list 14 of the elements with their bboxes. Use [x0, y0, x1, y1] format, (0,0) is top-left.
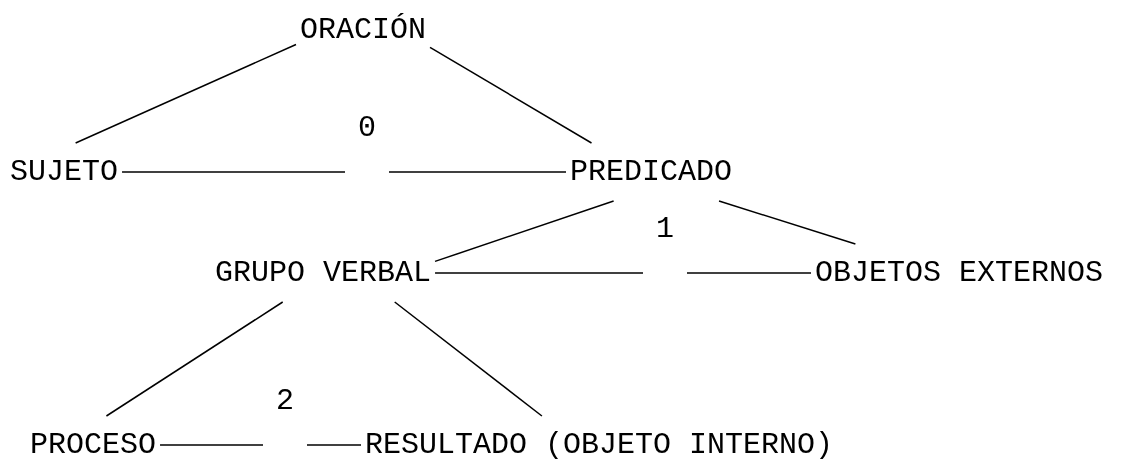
connector-line — [121, 171, 567, 173]
word-label: GRUPO VERBAL — [211, 244, 436, 302]
word-label: PREDICADO — [566, 143, 737, 201]
word-label: PROCESO — [26, 416, 161, 474]
word-label: OBJETOS EXTERNOS — [811, 244, 1108, 302]
connector-line — [718, 200, 857, 245]
word-label: RESULTADO (OBJETO INTERNO) — [361, 416, 838, 474]
connector-line — [393, 301, 543, 417]
connector-line — [105, 301, 284, 417]
connector-line — [429, 46, 593, 144]
connector-line — [74, 43, 297, 144]
connector-line — [434, 200, 615, 263]
word-label: SUJETO — [6, 143, 123, 201]
word-label: ORACIÓN — [296, 1, 431, 59]
